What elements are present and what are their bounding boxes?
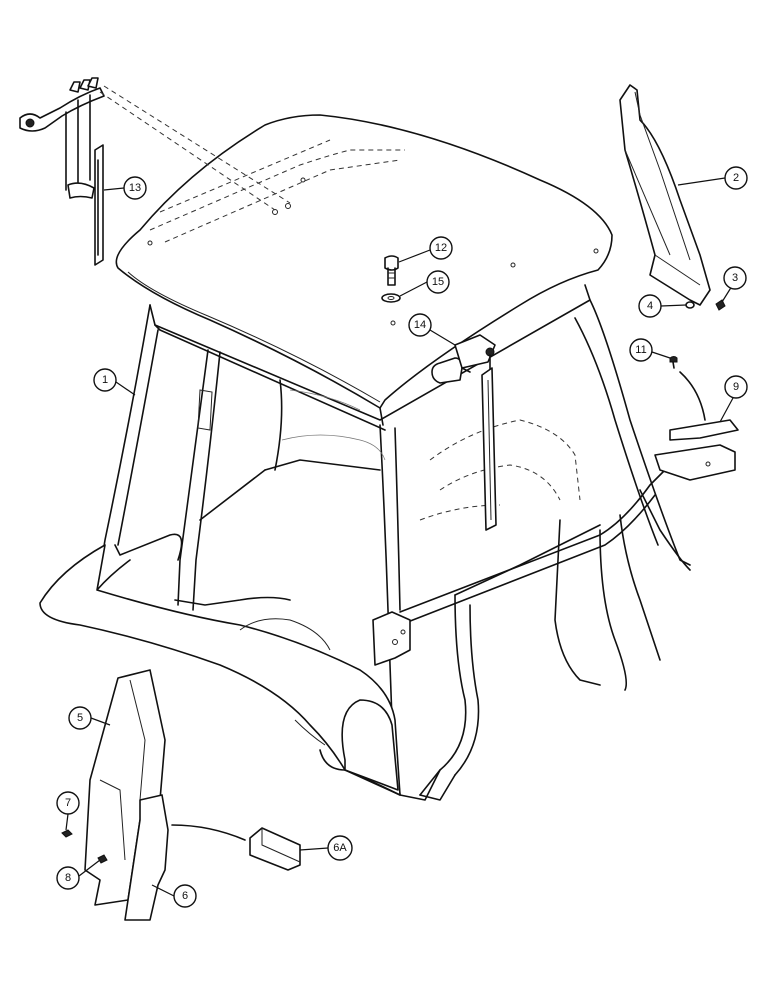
svg-text:12: 12 xyxy=(435,242,447,254)
callout-1: 1 xyxy=(93,368,136,396)
svg-text:7: 7 xyxy=(65,797,71,809)
svg-text:9: 9 xyxy=(733,381,739,393)
callout-8: 8 xyxy=(56,859,101,890)
step-pad-9 xyxy=(654,419,739,481)
svg-text:15: 15 xyxy=(432,276,444,288)
callout-6a: 6A xyxy=(299,835,353,861)
bolt-12 xyxy=(384,255,399,286)
svg-text:1: 1 xyxy=(102,374,108,386)
callout-2: 2 xyxy=(677,166,748,190)
front-wiper-assembly xyxy=(431,334,497,531)
svg-text:14: 14 xyxy=(414,319,426,331)
callout-7: 7 xyxy=(56,791,80,831)
svg-text:11: 11 xyxy=(635,344,646,356)
screw-3 xyxy=(715,299,726,311)
fender-body xyxy=(39,544,456,801)
svg-text:13: 13 xyxy=(129,182,141,194)
callout-6: 6 xyxy=(151,884,197,908)
screw-11 xyxy=(669,356,706,421)
svg-text:5: 5 xyxy=(77,712,83,724)
washer-4 xyxy=(685,301,695,309)
svg-text:6A: 6A xyxy=(333,842,347,854)
callout-4: 4 xyxy=(638,294,687,318)
callout-3: 3 xyxy=(721,266,747,303)
callout-12: 12 xyxy=(398,236,453,263)
callout-14: 14 xyxy=(408,313,456,346)
callout-5: 5 xyxy=(68,706,111,730)
screw-7 xyxy=(61,829,73,838)
svg-text:4: 4 xyxy=(647,300,653,312)
roof-panel xyxy=(115,114,613,409)
rear-wiper-assembly xyxy=(19,77,291,266)
svg-text:2: 2 xyxy=(733,172,739,184)
svg-text:8: 8 xyxy=(65,872,71,884)
callout-15: 15 xyxy=(399,270,450,297)
pillar-trim-6 xyxy=(124,794,169,921)
cab-frame xyxy=(96,284,691,796)
callout-9: 9 xyxy=(719,375,748,423)
svg-text:3: 3 xyxy=(732,272,738,284)
svg-text:6: 6 xyxy=(182,890,188,902)
pillar-trim-right xyxy=(619,84,711,306)
callout-13: 13 xyxy=(103,176,147,200)
screw-8 xyxy=(97,854,108,864)
decal-6A xyxy=(171,824,301,871)
washer-15 xyxy=(381,293,401,303)
callout-11: 11 xyxy=(629,338,671,362)
